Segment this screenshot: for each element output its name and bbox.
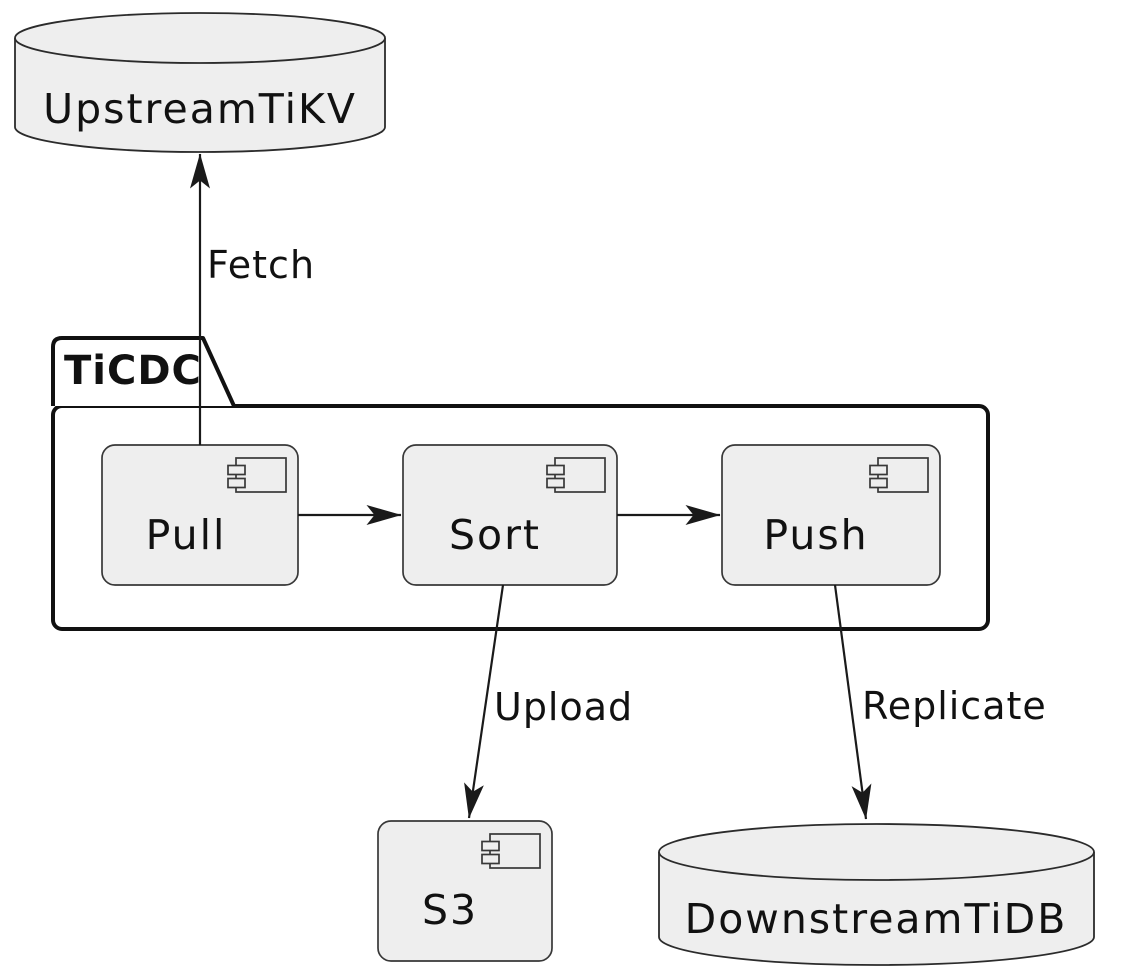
ticdc-frame-body (51, 404, 990, 631)
node-sort: Sort (402, 444, 618, 586)
downstream-tidb-label: DownstreamTiDB (685, 895, 1068, 943)
node-downstream-tidb: DownstreamTiDB (658, 823, 1095, 966)
component-icon-tab-bottom (481, 853, 500, 865)
s3-label: S3 (422, 886, 478, 934)
node-upstream-tikv: UpstreamTiKV (14, 12, 386, 153)
fetch-edge-label: Fetch (207, 243, 315, 287)
sort-label: Sort (449, 511, 541, 559)
component-icon-tab-bottom (546, 477, 565, 489)
node-s3: S3 (377, 820, 553, 962)
replicate-arrow (833, 584, 872, 820)
upstream-tikv-cylinder-top (14, 12, 386, 64)
upload-edge-label: Upload (494, 685, 633, 729)
push-label: Push (763, 511, 868, 559)
component-icon-tab-top (546, 464, 565, 476)
downstream-tidb-cylinder-top (658, 823, 1095, 881)
edge-replicate: Replicate (833, 584, 1047, 820)
edge-fetch: Fetch (190, 153, 315, 445)
component-icon-tab-top (481, 840, 500, 852)
downstream-tidb-cylinder-body (658, 852, 1095, 966)
uml-component-icon (869, 457, 929, 493)
component-icon-tab-bottom (869, 477, 888, 489)
upstream-tikv-label: UpstreamTiKV (43, 85, 357, 133)
upload-arrow (464, 584, 505, 819)
uml-component-icon (546, 457, 606, 493)
node-push: Push (721, 444, 941, 586)
uml-component-icon (481, 833, 541, 869)
node-pull: Pull (101, 444, 299, 586)
frame-ticdc: TiCDC (51, 336, 990, 631)
uml-component-icon (227, 457, 287, 493)
replicate-edge-label: Replicate (862, 684, 1047, 728)
ticdc-frame-label: TiCDC (64, 348, 202, 394)
component-icon-tab-top (869, 464, 888, 476)
edge-upload: Upload (464, 584, 633, 819)
component-icon-tab-top (227, 464, 246, 476)
component-icon-tab-bottom (227, 477, 246, 489)
pull-label: Pull (146, 511, 227, 559)
ticdc-frame-tab (51, 336, 236, 407)
upstream-tikv-cylinder-body (14, 38, 386, 153)
